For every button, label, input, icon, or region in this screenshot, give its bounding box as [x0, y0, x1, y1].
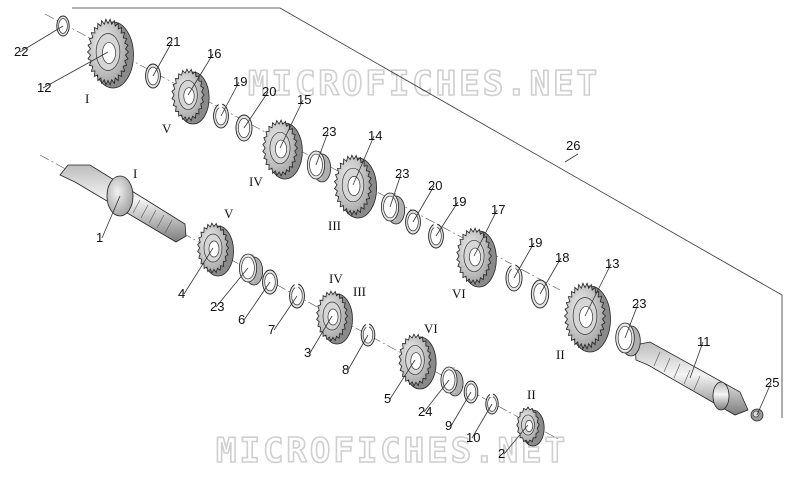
callout-p4: 4 [178, 286, 185, 301]
leader-p23c [624, 303, 639, 339]
callout-p23c: 23 [632, 296, 646, 311]
part-p12 [86, 18, 134, 89]
part-p2 [516, 406, 545, 447]
callout-p3: 3 [304, 345, 311, 360]
leader-p21 [152, 41, 173, 77]
leader-p9 [450, 391, 472, 427]
callout-p18: 18 [555, 250, 569, 265]
callout-p13: 13 [605, 256, 619, 271]
leader-p23a [315, 131, 329, 166]
callout-p17: 17 [491, 202, 505, 217]
callout-p1: 1 [96, 230, 103, 245]
leader-p15 [279, 99, 304, 149]
leader-p11 [689, 341, 704, 379]
callout-p15: 15 [297, 92, 311, 107]
speed-label-p17: VI [452, 286, 466, 301]
part-p5 [398, 333, 437, 390]
leader-p2 [503, 424, 529, 455]
leader-p6 [243, 281, 271, 321]
callout-p6: 6 [238, 312, 245, 327]
part-p17 [456, 227, 497, 288]
leader-p16 [187, 53, 214, 96]
part-p3 [316, 290, 353, 345]
speed-label-p2: II [527, 387, 536, 402]
callout-p24: 24 [418, 404, 432, 419]
leader-p19b [435, 201, 459, 237]
speed-label-p4: V [224, 206, 234, 221]
leader-p1 [101, 195, 121, 239]
leader-p23d [215, 267, 249, 308]
leader-p7 [273, 295, 298, 331]
part-p4 [197, 222, 234, 277]
callout-p11: 11 [697, 334, 711, 349]
leader-p5 [389, 359, 416, 400]
callout-p2: 2 [498, 446, 505, 461]
speed-label-p1: I [133, 166, 137, 181]
callout-p14: 14 [368, 128, 382, 143]
speed-label-p5: VI [424, 321, 438, 336]
callout-p8: 8 [342, 362, 349, 377]
part-p24 [440, 366, 464, 397]
callout-p7: 7 [268, 322, 275, 337]
leader-p23b [389, 173, 402, 208]
leader-p14 [352, 135, 375, 186]
callout-p21: 21 [166, 34, 180, 49]
watermark-bottom: MICROFICHES.NET [216, 431, 568, 471]
callout-p16: 16 [207, 46, 221, 61]
part-p15 [262, 119, 303, 180]
speed-label-p14: III [328, 218, 341, 233]
part-p23c [615, 322, 641, 357]
leader-p4 [183, 247, 214, 295]
callout-p9: 9 [445, 418, 452, 433]
speed-label-p3-1: III [353, 284, 366, 299]
leader-p10 [471, 403, 493, 439]
leader-p19c [513, 242, 535, 279]
callout-p20a: 20 [262, 84, 276, 99]
part-p13 [563, 282, 611, 353]
assembly-callout-26: 26 [566, 138, 580, 153]
speed-label-p15: IV [249, 174, 263, 189]
speed-label-p12: I [85, 91, 89, 106]
callout-p23a: 23 [322, 124, 336, 139]
speed-label-p16: V [162, 121, 172, 136]
leader-p13 [584, 263, 612, 317]
assembly-bracket [72, 7, 783, 418]
leader-p3 [309, 315, 333, 354]
callout-p5: 5 [384, 391, 391, 406]
leader-p12 [42, 51, 109, 89]
callout-p22: 22 [14, 44, 28, 59]
leader-p20b [412, 185, 435, 223]
callout-p19b: 19 [452, 194, 466, 209]
speed-label-p3-0: IV [329, 271, 343, 286]
watermark-top: MICROFICHES.NET [248, 64, 600, 104]
leader-p8 [347, 334, 369, 371]
leader-p19a [220, 81, 240, 117]
callout-p19c: 19 [528, 235, 542, 250]
speed-label-p13: II [556, 347, 565, 362]
leader-p17 [473, 209, 498, 257]
leader-p22 [19, 25, 64, 53]
input-shaft [59, 164, 187, 243]
callout-p19a: 19 [233, 74, 247, 89]
callout-p20b: 20 [428, 178, 442, 193]
parts-layer [56, 15, 764, 447]
callout-p23b: 23 [395, 166, 409, 181]
callout-p25: 25 [765, 375, 779, 390]
leader-p25 [756, 382, 772, 416]
part-p23d [238, 253, 264, 286]
leader-p18 [539, 257, 562, 295]
part-p16 [171, 68, 210, 125]
callout-p10: 10 [466, 430, 480, 445]
leader-p24 [423, 379, 450, 413]
leader-p20a [243, 91, 269, 129]
part-p14 [333, 154, 377, 219]
callout-p23d: 23 [210, 299, 224, 314]
callout-p12: 12 [37, 80, 51, 95]
output-shaft [634, 341, 749, 416]
